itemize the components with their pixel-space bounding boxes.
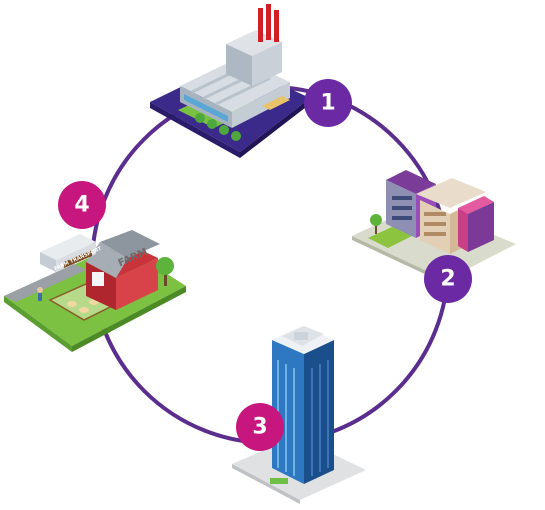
office-building-icon xyxy=(352,170,516,284)
stage-number-3: 3 xyxy=(252,415,267,440)
stage-badge-2: 2 xyxy=(424,255,472,303)
stage-number-2: 2 xyxy=(440,267,455,292)
stage-badge-3: 3 xyxy=(236,403,284,451)
stage-badge-1: 1 xyxy=(304,79,352,127)
farm-icon: FARM FARM TRANSPORT xyxy=(4,230,186,352)
skyscraper-icon xyxy=(232,326,366,504)
stage-badge-4: 4 xyxy=(58,181,106,229)
factory-icon xyxy=(150,4,310,158)
stage-number-1: 1 xyxy=(320,91,335,116)
stage-number-4: 4 xyxy=(74,193,89,218)
